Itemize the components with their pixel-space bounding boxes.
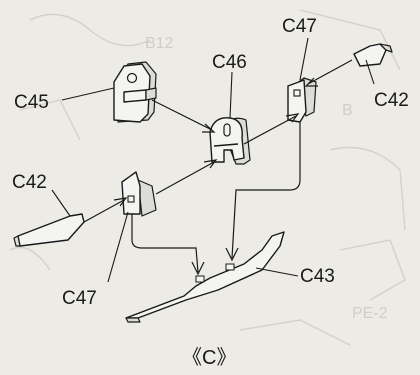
part-c42-right (353, 43, 393, 67)
label-c42-left: C42 (12, 172, 47, 193)
background-text-b12: B12 (145, 35, 174, 52)
background-ghost-drawings: B12 B PE-2 (9, 9, 406, 346)
figure-caption: 《C》 (182, 347, 236, 369)
label-c47-bottom: C47 (62, 288, 97, 309)
label-c45: C45 (14, 92, 49, 113)
part-c47-bottom (121, 171, 157, 217)
background-text-b: B (342, 102, 353, 119)
label-c47-top: C47 (282, 16, 317, 37)
label-c46: C46 (212, 52, 247, 73)
background-text-pe2: PE-2 (352, 305, 388, 322)
assembly-arrows (83, 59, 353, 276)
part-c47-top (287, 77, 317, 123)
part-c43 (125, 231, 285, 323)
part-c42-left (13, 213, 85, 247)
part-c45 (113, 61, 157, 123)
part-c46 (209, 117, 251, 165)
label-c43: C43 (300, 266, 335, 287)
label-c42-right: C42 (374, 90, 409, 111)
leader-lines (51, 37, 375, 283)
